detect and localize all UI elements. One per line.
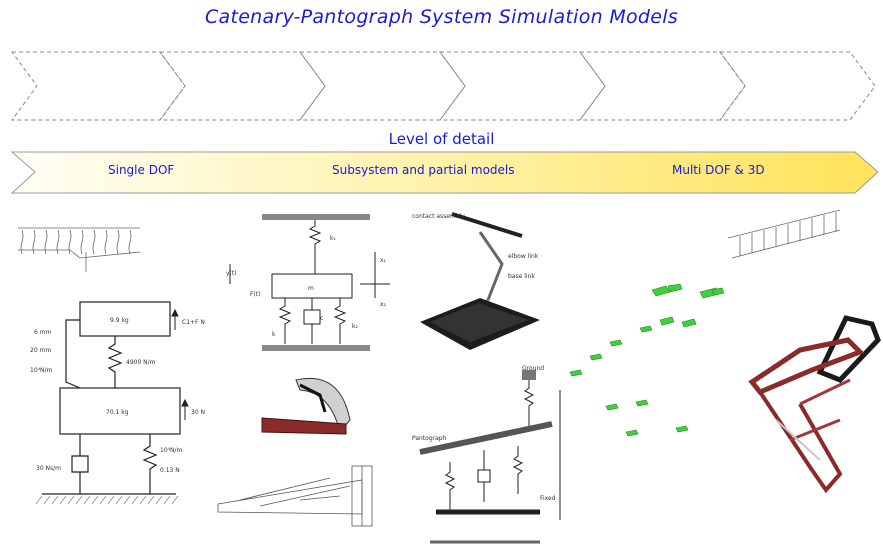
stage-label-multi-dof: Multi DOF & 3D xyxy=(672,163,765,177)
stiffness-left-label: 10⁴N/m xyxy=(30,367,53,374)
model-a-two-mass xyxy=(42,301,181,495)
mass-box-b xyxy=(271,273,353,299)
model-d-pantograph-schematic xyxy=(419,370,561,544)
label-ground: Ground xyxy=(522,365,544,372)
model-c-pantograph-arm xyxy=(420,212,540,350)
model-f-pantograph-linework xyxy=(217,465,373,527)
label-x1: x₁ xyxy=(380,257,387,264)
label-pantograph: Pantograph xyxy=(412,435,447,442)
label-k1: k₁ xyxy=(330,235,336,242)
model-e-pantograph-head xyxy=(261,377,351,435)
contact-bar xyxy=(451,212,523,238)
dim-label-1: 6 mm xyxy=(34,329,52,336)
top-support-bar xyxy=(262,214,370,220)
label-c: c xyxy=(320,315,323,322)
stiffness-mid-label: 4900 N/m xyxy=(126,359,156,366)
label-contact-assembly: contact assembly xyxy=(412,213,465,220)
chevron-outline-6 xyxy=(719,51,876,121)
force-bottom-label: 30 N xyxy=(191,409,205,416)
inclined-beam xyxy=(419,421,553,455)
spring-b-right xyxy=(333,298,347,344)
label-k2: k₂ xyxy=(352,323,358,330)
mass-top-label: 9.9 kg xyxy=(110,317,129,324)
spring-k1 xyxy=(308,220,322,274)
spring-b-left xyxy=(278,298,292,344)
label-x2: x₂ xyxy=(380,301,387,308)
upper-arm xyxy=(478,231,504,301)
force-arrows-a xyxy=(171,308,189,420)
label-mass-m: m xyxy=(308,285,314,292)
catenary-sketch-small xyxy=(18,227,141,272)
model-b-spring-mass xyxy=(229,214,390,351)
stage-label-subsystem: Subsystem and partial models xyxy=(332,163,515,177)
mass-bottom-box xyxy=(59,387,181,435)
mass-bottom-label: 70.1 kg xyxy=(106,409,129,416)
model-g-catenary-3d xyxy=(727,209,841,259)
force-top-label: C1+F N xyxy=(182,319,205,326)
ground-hatch-a xyxy=(35,495,179,505)
stiffness-right-label: 10⁴N/m xyxy=(160,447,183,454)
diagram-title: Catenary-Pantograph System Simulation Mo… xyxy=(204,6,679,28)
left-link xyxy=(65,319,81,389)
damper-left xyxy=(71,434,89,494)
label-fixed: Fixed xyxy=(540,495,556,502)
offset-label: 0.13 N xyxy=(160,467,180,474)
spring-right xyxy=(142,434,158,494)
damper-b xyxy=(303,298,321,344)
spring-mid xyxy=(107,336,123,388)
stage-label-single-dof: Single DOF xyxy=(108,163,175,177)
level-of-detail-label: Level of detail xyxy=(388,130,495,148)
label-base-link: base link xyxy=(508,273,535,280)
label-force-t: F(t) xyxy=(250,291,261,298)
label-k: k xyxy=(272,331,276,338)
label-y-t: y(t) xyxy=(226,270,237,277)
mass-top-box xyxy=(79,301,171,337)
model-h-green-clusters xyxy=(569,283,725,437)
gradient-arrow-shape xyxy=(10,151,879,194)
label-elbow-link: elbow link xyxy=(508,253,539,260)
damping-label: 30 Ns/m xyxy=(36,465,61,472)
dim-label-2: 20 mm xyxy=(30,347,51,354)
model-i-red-pantograph-frame xyxy=(748,315,881,494)
bottom-support-bar xyxy=(262,345,370,351)
